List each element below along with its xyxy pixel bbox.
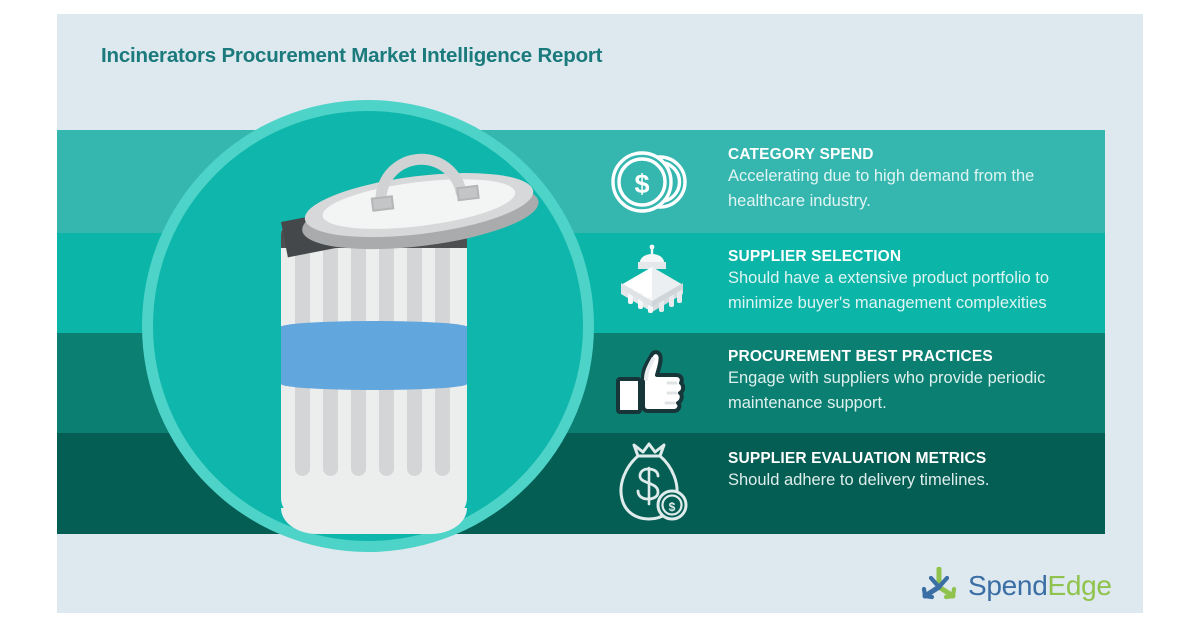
bin-blue-stripe xyxy=(281,321,467,390)
spendedge-logo[interactable]: SpendEdge xyxy=(919,567,1112,605)
band-text: SUPPLIER SELECTION Should have a extensi… xyxy=(728,247,1105,316)
band-body: Engage with suppliers who provide period… xyxy=(728,369,1046,412)
band-heading: SUPPLIER SELECTION xyxy=(728,248,902,265)
logo-text-e: E xyxy=(1047,570,1066,601)
thumbs-up-icon xyxy=(600,345,704,421)
band-text: PROCUREMENT BEST PRACTICES Engage with s… xyxy=(728,347,1105,416)
money-bag-icon: $ xyxy=(600,442,704,523)
bin-lid xyxy=(297,148,544,270)
band-text: CATEGORY SPEND Accelerating due to high … xyxy=(728,145,1105,214)
band-text: SUPPLIER EVALUATION METRICS Should adher… xyxy=(728,449,989,493)
bin-handle-foot-right xyxy=(456,184,480,202)
band-body: Accelerating due to high demand from the… xyxy=(728,167,1035,210)
band-body: Should adhere to delivery timelines. xyxy=(728,471,990,489)
bin-base xyxy=(281,508,467,534)
report-card: Incinerators Procurement Market Intellig… xyxy=(57,14,1143,613)
band-heading: CATEGORY SPEND xyxy=(728,146,874,163)
svg-text:$: $ xyxy=(634,169,649,199)
coins-dollar-icon: $ xyxy=(600,146,704,218)
band-heading: PROCUREMENT BEST PRACTICES xyxy=(728,348,993,365)
page-title: Incinerators Procurement Market Intellig… xyxy=(101,44,603,67)
logo-wordmark: SpendEdge xyxy=(968,570,1112,602)
bank-building-icon xyxy=(600,244,704,322)
bin-handle-foot-left xyxy=(370,195,395,212)
band-body: Should have a extensive product portfoli… xyxy=(728,269,1050,312)
incinerator-bin-illustration xyxy=(253,148,543,534)
logo-text-spend: Spend xyxy=(968,570,1048,601)
svg-text:$: $ xyxy=(669,500,676,514)
logo-text-dge: dge xyxy=(1065,570,1112,601)
tri-arrow-icon xyxy=(919,567,959,605)
band-heading: SUPPLIER EVALUATION METRICS xyxy=(728,450,987,467)
